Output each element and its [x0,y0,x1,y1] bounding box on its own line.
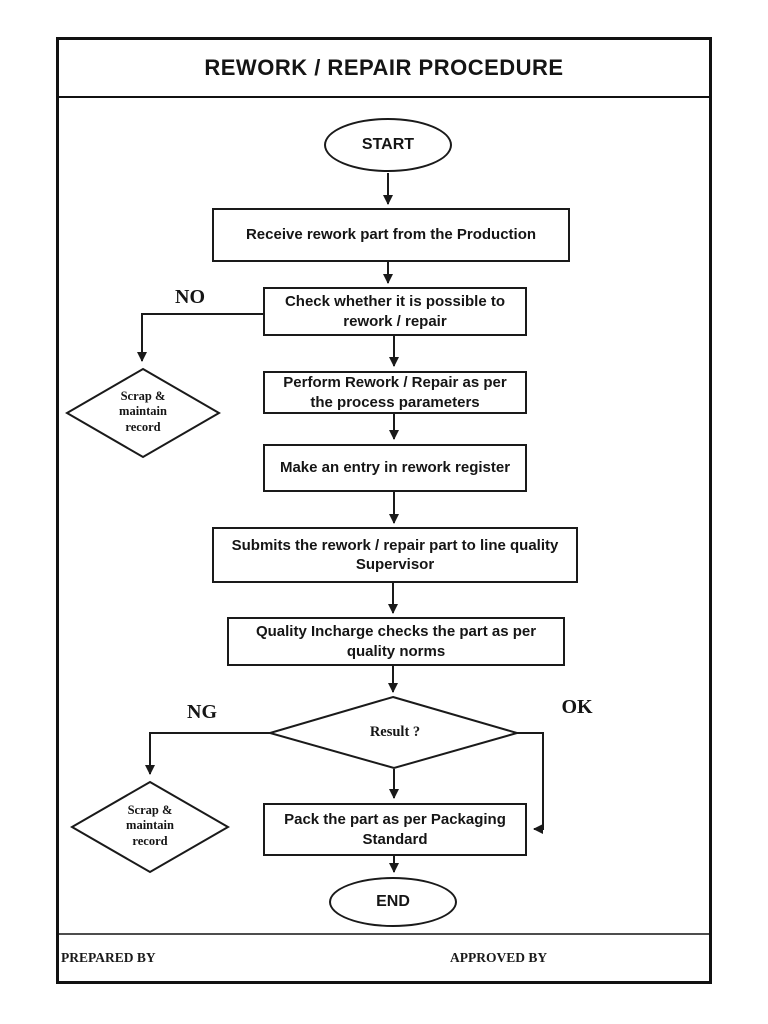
footer-bar: PREPARED BY APPROVED BY [59,933,709,981]
step-perform-box: Perform Rework / Repair as per the proce… [263,371,527,414]
page-title: REWORK / REPAIR PROCEDURE [204,55,564,80]
step-submit-box: Submits the rework / repair part to line… [212,527,578,583]
step-check-line2: rework / repair [343,312,447,330]
end-label: END [376,892,410,910]
start-label: START [361,135,415,153]
step-perform-line1: Perform Rework / Repair as per [283,374,507,392]
step-perform-line2: the process parameters [310,393,480,411]
result-decision-label: Result ? [369,724,421,740]
branch-no-label: NO [175,286,205,308]
step-check-line1: Check whether it is possible to [284,293,506,311]
step-check-box: Check whether it is possible to rework /… [263,287,527,336]
scrap-left-line1: Scrap & [120,389,166,403]
scrap-left-line3: record [125,419,161,434]
step-quality-line1: Quality Incharge checks the part as per [255,623,537,641]
scrap-left-line2: maintain [119,404,167,419]
branch-ok-connector [517,732,544,834]
step-submit-line2: Supervisor [355,556,435,573]
approved-by-label: APPROVED BY [450,950,548,965]
prepared-by-label: PREPARED BY [61,950,156,965]
step-quality-line2: quality norms [346,642,446,660]
title-bar: REWORK / REPAIR PROCEDURE [59,40,709,98]
branch-ok-label: OK [561,696,593,718]
scrap-bottom-line1: Scrap & [127,803,173,817]
branch-ng-label: NG [187,701,217,723]
scrap-bottom-line3: record [132,833,168,848]
start-terminator: START [324,118,452,172]
scrap-left-label: Scrap & maintain record [93,389,193,435]
step-pack-box: Pack the part as per Packaging Standard [263,803,527,856]
step-register-label: Make an entry in rework register [279,459,511,477]
scrap-bottom-diamond-shape [69,780,231,874]
end-terminator: END [329,877,457,927]
step-receive-box: Receive rework part from the Production [212,208,570,262]
scrap-left-diamond-shape [65,367,221,459]
scrap-bottom-label: Scrap & maintain record [100,803,200,849]
branch-ng-connector [145,732,270,775]
branch-no-connector [137,313,263,362]
step-pack-line2: Standard [362,830,428,848]
step-submit-line1: Submits the rework / repair part to line… [231,536,559,554]
step-quality-box: Quality Incharge checks the part as per … [227,617,565,666]
result-decision-diamond-shape [266,695,521,770]
step-pack-line1: Pack the part as per Packaging [284,811,506,829]
scrap-bottom-line2: maintain [126,818,174,833]
step-receive-label: Receive rework part from the Production [245,226,537,244]
step-register-box: Make an entry in rework register [263,444,527,492]
